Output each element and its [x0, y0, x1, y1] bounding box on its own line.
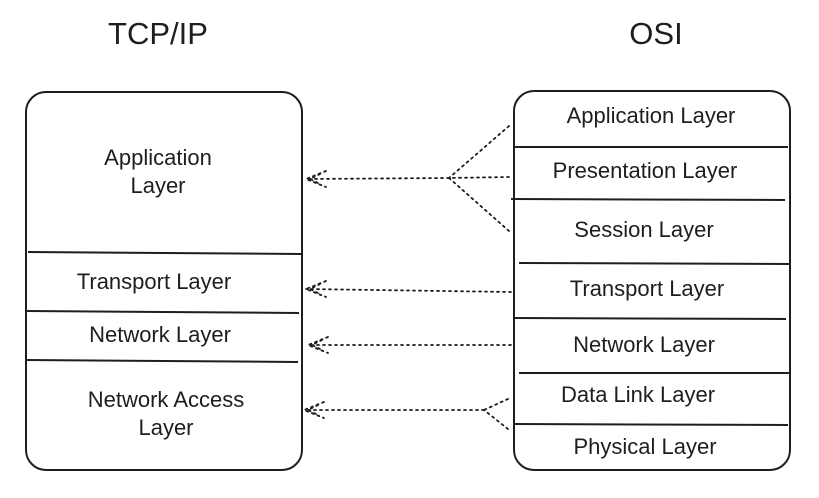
osi-stack-box [513, 90, 791, 471]
osi-layer-network: Network Layer [573, 332, 715, 357]
mapping-arrow-network-access [301, 398, 509, 430]
tcpip-layer-network-access-line1: Network Access [87, 387, 245, 412]
tcpip-layer-network-access-line2: Layer [138, 415, 194, 440]
osi-divider [514, 423, 789, 426]
osi-divider [518, 262, 792, 265]
osi-layer-presentation: Presentation Layer [552, 158, 738, 183]
osi-layer-session: Session Layer [574, 217, 714, 242]
osi-layer-data-link: Data Link Layer [560, 382, 716, 407]
tcpip-layer-application: Application Layer [58, 144, 258, 200]
tcpip-layer-network: Network Layer [89, 322, 231, 347]
tcpip-title: TCP/IP [108, 16, 208, 51]
tcpip-divider [27, 251, 302, 255]
mapping-arrow-network [305, 336, 512, 354]
osi-title: OSI [629, 16, 683, 51]
osi-layer-physical: Physical Layer [573, 434, 717, 459]
osi-divider [513, 317, 787, 320]
osi-divider [510, 198, 786, 201]
mapping-arrow-application [303, 125, 510, 232]
tcpip-divider [26, 359, 299, 363]
tcpip-divider [26, 310, 300, 314]
tcpip-layer-transport: Transport Layer [76, 269, 232, 294]
tcpip-layer-application-line1: Application [104, 145, 212, 170]
tcpip-layer-network-access: Network Access Layer [46, 386, 286, 442]
osi-layer-application: Application Layer [566, 103, 736, 128]
osi-layer-transport: Transport Layer [569, 276, 725, 301]
tcpip-layer-application-line2: Layer [130, 173, 186, 198]
tcpip-stack-box [25, 91, 303, 471]
mapping-arrow-transport [303, 280, 512, 298]
